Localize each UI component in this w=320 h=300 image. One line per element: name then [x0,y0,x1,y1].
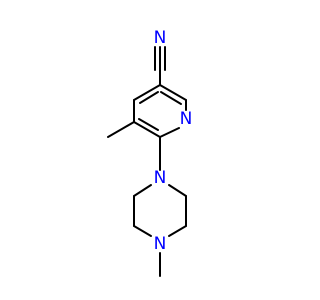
bond-c6-c5 [133,121,161,138]
bond-pip-1 [168,184,187,197]
bond-c3-c2 [159,84,187,101]
bond-c3-c2-inner [160,91,182,105]
atom-labels: N N N N [154,28,193,254]
bond-c4-c3-inner [139,91,159,104]
bond-pip-6 [133,225,152,237]
bond-c6-c5-inner [138,118,159,131]
bonds [107,46,187,277]
bond-pip-3 [168,225,187,237]
atom-label-n-pyridine: N [180,109,193,129]
bond-n1-c6 [159,127,180,138]
atom-label-n-piperazine-1: N [154,168,167,188]
bond-c4-c3 [133,84,161,101]
molecule-structure: N N N N [107,28,193,277]
bond-c5-methyl [107,121,135,138]
bond-pip-4 [133,184,152,197]
atom-label-n-nitrile: N [154,28,167,48]
atom-label-n-piperazine-4: N [154,234,167,254]
